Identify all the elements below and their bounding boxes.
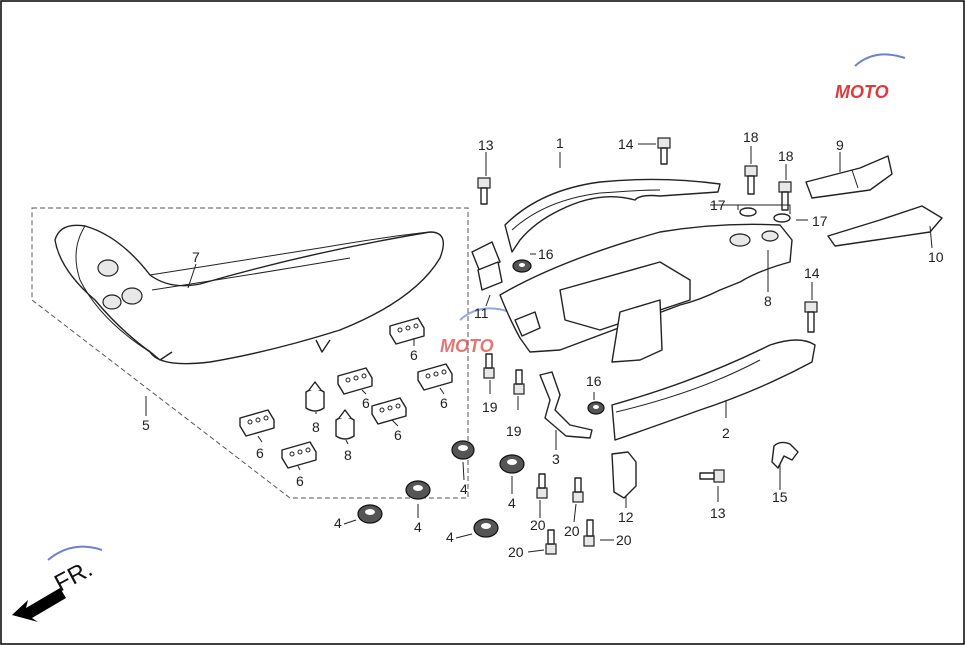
callout-17: 17 [812,213,828,229]
washer [739,207,757,217]
grab-rail-part [504,178,721,253]
callout-6: 6 [362,395,370,411]
callout-20: 20 [508,544,524,560]
bolt [513,369,525,395]
callout-10: 10 [928,249,944,265]
callout-6: 6 [394,427,402,443]
fastener-group [477,137,818,555]
callout-17: 17 [710,197,726,213]
callout-4: 4 [446,529,454,545]
callout-7: 7 [192,249,200,265]
callout-18: 18 [778,148,794,164]
callout-4: 4 [460,481,468,497]
bolt [699,469,725,483]
rubber-block [239,409,275,437]
grommet [405,480,431,500]
rubber-block-group [239,317,453,469]
callout-6: 6 [440,395,448,411]
rear-cowl-part [499,223,793,363]
callout-19: 19 [482,399,498,415]
callout-9: 9 [836,137,844,153]
rubber-block [417,363,453,391]
nut [587,401,605,415]
callout-14: 14 [804,265,820,281]
callout-labels: 1 2 3 4 4 4 4 4 5 6 6 6 6 6 6 7 8 8 8 9 … [142,129,944,560]
rubber-block [281,441,317,469]
callout-19: 19 [506,423,522,439]
bolt [483,353,495,379]
callout-14: 14 [618,136,634,152]
grommet [357,504,383,524]
callout-8: 8 [764,293,772,309]
pad-part [827,205,943,247]
clip-part [471,241,503,291]
bolt [536,473,548,499]
watermark-text: MOTO [440,336,494,356]
callout-8: 8 [312,419,320,435]
bolt [572,477,584,503]
rubber-block [371,397,407,425]
front-direction-indicator: FR. [12,545,103,622]
callout-20: 20 [530,517,546,533]
callout-20: 20 [564,523,580,539]
callout-6: 6 [256,445,264,461]
callout-11: 11 [474,305,489,321]
callout-5: 5 [142,417,150,433]
side-cover-part [611,339,816,441]
seat-bumper [305,381,325,412]
seat-bumper-group [305,381,355,440]
bolt [744,165,758,195]
callout-4: 4 [334,515,342,531]
bracket-part [539,371,593,439]
bolt [477,177,491,205]
bolt [778,181,792,211]
bolt [545,529,557,555]
latch-cover-part [805,155,893,199]
watermark-text: MOTO [835,82,889,102]
nut [512,259,532,273]
callout-13: 13 [478,137,494,153]
bolt [804,301,818,333]
callout-13: 13 [710,505,726,521]
callout-2: 2 [722,425,730,441]
grommet [451,440,475,460]
rubber-block [389,317,425,345]
callout-16: 16 [586,373,602,389]
callout-3: 3 [552,451,560,467]
callout-16: 16 [538,246,554,262]
bolt [583,519,595,547]
grommet [473,518,499,538]
callout-4: 4 [414,519,422,535]
bolt [657,137,671,165]
callout-15: 15 [772,489,788,505]
leader-lines [145,143,933,553]
seat-assembly-boundary [31,207,469,499]
washer [773,213,791,223]
grommet-group [357,440,525,538]
callout-6: 6 [410,347,418,363]
callout-1: 1 [556,135,564,151]
seat-bumper [335,409,355,440]
callout-4: 4 [508,495,516,511]
callout-6: 6 [296,473,304,489]
grommet [499,454,525,474]
callout-20: 20 [616,532,632,548]
front-arrow-icon [12,588,66,622]
callout-8: 8 [344,447,352,463]
rubber-block [337,367,373,395]
seat-part [54,224,444,365]
watermark-logo-top: MOTO [835,53,906,102]
callout-18: 18 [743,129,759,145]
watermark-logo-mid: MOTO [440,307,511,356]
clamp-part [771,441,799,469]
callout-12: 12 [618,509,634,525]
mount-bracket-part [611,451,637,499]
